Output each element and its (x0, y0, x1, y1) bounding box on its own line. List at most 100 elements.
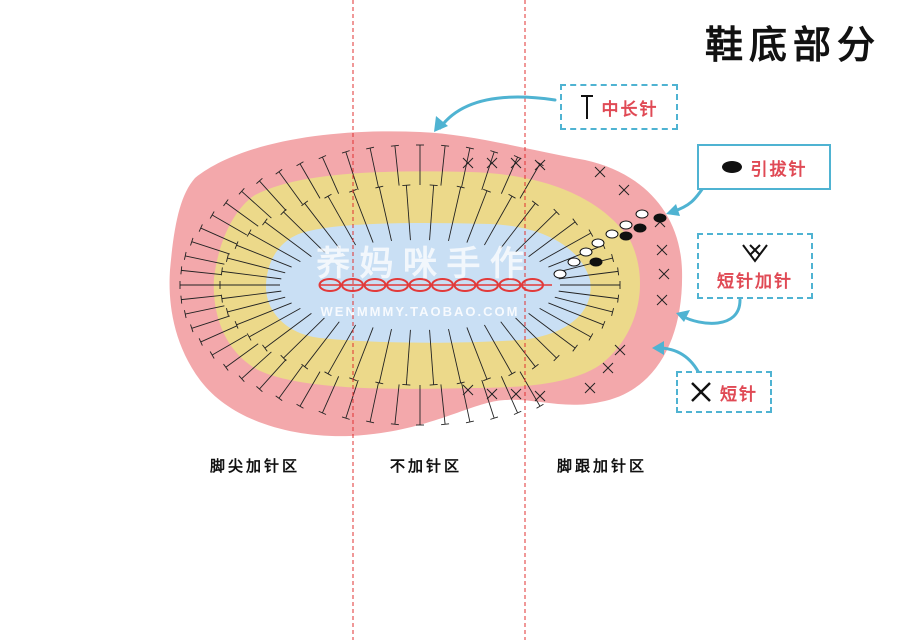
stitch-round-3-top (275, 169, 283, 175)
stitch-round-2-top (572, 218, 578, 226)
stitch-round-2 (548, 244, 604, 268)
stitch-round-3-top (318, 410, 327, 415)
stitch-round-3 (519, 371, 541, 407)
single-crochet-mark (462, 384, 474, 396)
stitch-round-3 (321, 376, 340, 414)
stitch-round-2 (554, 257, 613, 274)
stitch-round-3-top (318, 155, 327, 160)
stitch-round-2-top (234, 241, 239, 250)
stitch-round-2-top (246, 229, 252, 237)
stitch-round-3 (500, 156, 519, 194)
stitch-round-3-top (390, 144, 399, 147)
stitch-round-3-top (180, 295, 183, 304)
stitch-round-2 (429, 329, 435, 385)
stitch-round-3-top (296, 403, 304, 409)
legend-label-single-crochet: 短针 (720, 384, 758, 405)
stitch-round-2 (378, 186, 392, 242)
stitch-round-3-top (190, 324, 194, 333)
stitch-round-3-top (183, 310, 187, 319)
stitch-round-3-top (256, 177, 263, 184)
stitch-round-3-top (536, 403, 544, 409)
chain-stitch (498, 278, 522, 292)
arrow-half-double (438, 95, 557, 130)
legend-label-slip-stitch: 引拔针 (750, 159, 808, 180)
stitch-round-3 (241, 190, 272, 219)
stitch-round-3 (519, 163, 541, 199)
stitch-round-3-top (275, 395, 283, 401)
stitch-round-3 (225, 343, 259, 368)
stitch-round-2-top (617, 294, 620, 303)
stitch-round-3 (345, 379, 359, 419)
stitch-round-2 (304, 203, 340, 249)
stitch-round-2-top (375, 381, 384, 385)
open-chain-mark (635, 209, 649, 219)
stitch-round-2 (327, 324, 356, 375)
stitch-round-3 (369, 147, 379, 188)
stitch-round-2-top (456, 381, 465, 385)
single-crochet-mark (658, 268, 670, 280)
stitch-round-3-top (490, 150, 499, 154)
open-chain-mark (567, 257, 581, 267)
stitch-round-3-top (209, 351, 215, 359)
single-crochet-mark (656, 294, 668, 306)
stitch-round-3-top (198, 338, 203, 346)
stitch-round-3-top (465, 146, 474, 150)
half-double-crochet-icon (580, 95, 593, 119)
stitch-round-2 (466, 190, 488, 243)
stitch-round-2 (558, 290, 619, 300)
stitch-round-3-top (441, 144, 450, 147)
stitch-round-2-top (375, 185, 384, 189)
stitch-round-2-top (301, 363, 309, 370)
stitch-round-2 (352, 327, 374, 380)
stitch-round-3-top (465, 420, 474, 424)
stitch-round-2-top (402, 184, 411, 186)
stitch-round-2-top (456, 185, 465, 189)
stitch-round-3-top (238, 188, 245, 195)
chain-stitch (521, 278, 544, 292)
legend-half-double-crochet: 中长针 (560, 84, 678, 130)
stitch-round-2 (227, 257, 286, 274)
stitch-round-2 (548, 302, 604, 326)
stitch-round-3 (369, 382, 379, 423)
slip-stitch-trail (553, 209, 667, 279)
stitch-round-2-top (483, 377, 491, 382)
stitch-round-2 (528, 221, 576, 257)
stitch-round-3-top (190, 237, 194, 246)
stitch-round-2 (304, 321, 340, 367)
stitch-round-3 (211, 214, 248, 236)
stitch-round-2 (466, 327, 488, 380)
stitch-round-2-top (225, 307, 229, 316)
stitch-round-2 (236, 244, 292, 268)
stitch-round-2 (539, 232, 592, 263)
stitch-round-3 (185, 255, 225, 265)
stitch-round-2-top (262, 344, 268, 352)
stitch-round-2 (264, 221, 312, 257)
open-chain-mark (605, 229, 619, 239)
stitch-round-3 (461, 382, 471, 423)
stitch-round-2-top (531, 363, 539, 370)
open-chain-mark (591, 238, 605, 248)
zone-label-heel: 脚跟加针区 (557, 457, 648, 475)
stitch-round-3 (440, 384, 446, 425)
stitch-round-2 (558, 270, 619, 280)
stitch-round-2 (248, 232, 301, 263)
stitch-round-2-top (246, 333, 252, 341)
stitch-round-3 (345, 151, 359, 191)
stitch-round-3 (181, 295, 222, 301)
arrowhead-half-double (434, 116, 448, 132)
stitch-round-2 (327, 195, 356, 246)
single-crochet-mark (534, 390, 546, 402)
stitch-round-3 (440, 145, 446, 186)
inner-round (265, 222, 591, 343)
stitch-round-2-top (601, 320, 606, 329)
chain-stitch (453, 278, 477, 292)
stitch-round-2 (221, 290, 282, 300)
slip-stitch-mark (633, 223, 647, 233)
stitch-round-2-top (611, 254, 615, 263)
stitch-round-3-top (183, 251, 187, 260)
stitch-round-3 (191, 241, 230, 255)
arrowhead-sc (652, 341, 664, 355)
chain-stitch (476, 278, 499, 292)
stitch-round-3 (461, 147, 471, 188)
